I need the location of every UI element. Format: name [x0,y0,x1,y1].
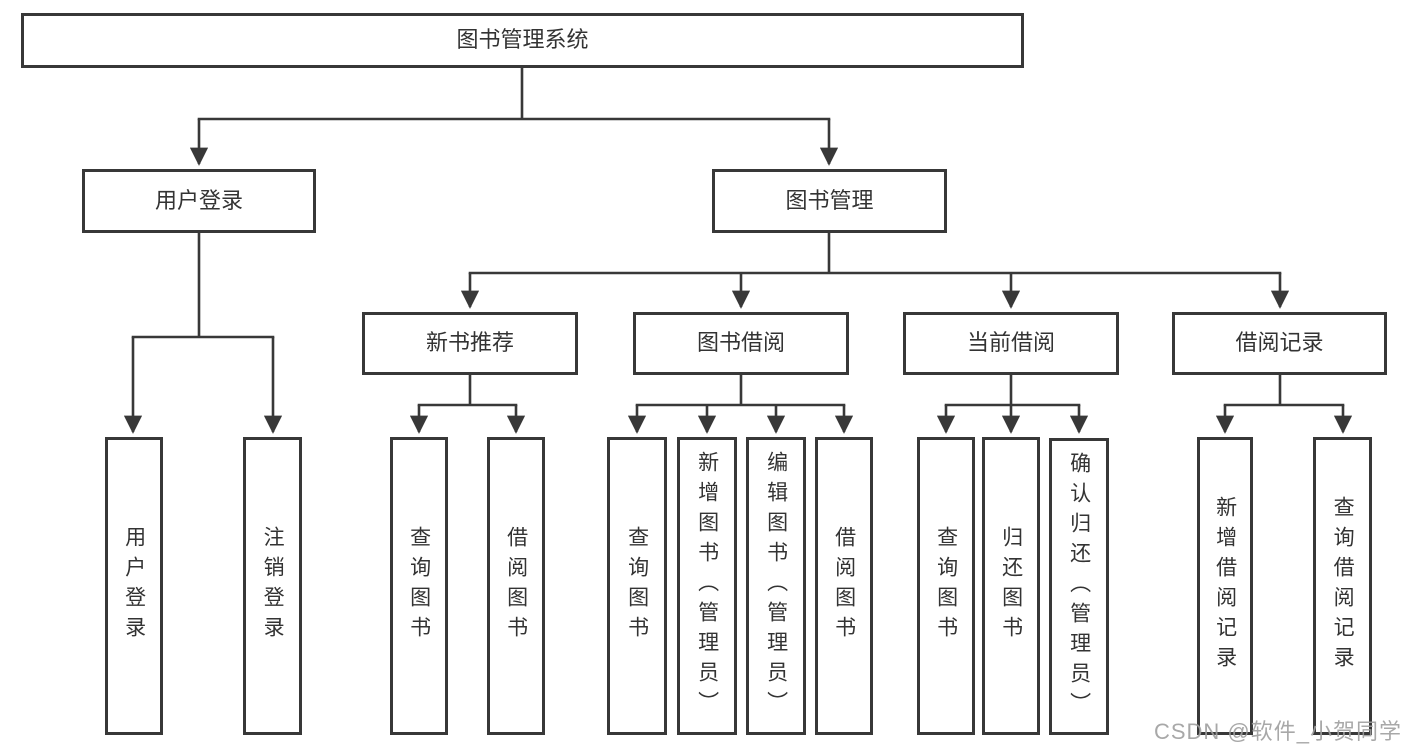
leaf-records-query-record: 查询借阅记录 [1313,437,1372,735]
node-borrow-records: 借阅记录 [1172,312,1387,375]
node-user-login: 用户登录 [82,169,316,233]
leaf-logout: 注销登录 [243,437,302,735]
leaf-current-query-books: 查询图书 [917,437,975,735]
watermark: CSDN @软件_小贺同学 [1153,719,1402,744]
leaf-newbook-borrow-books: 借阅图书 [487,437,545,735]
node-root: 图书管理系统 [21,13,1024,68]
node-book-management: 图书管理 [712,169,947,233]
leaf-borrow-borrow-books: 借阅图书 [815,437,873,735]
leaf-newbook-query-books: 查询图书 [390,437,448,735]
leaf-records-add-record: 新增借阅记录 [1197,437,1253,735]
leaf-user-login: 用户登录 [105,437,163,735]
node-current-borrow: 当前借阅 [903,312,1119,375]
leaf-current-return-books: 归还图书 [982,437,1040,735]
leaf-borrow-query-books: 查询图书 [607,437,667,735]
leaf-current-confirm-return-admin: 确认归还（管理员） [1049,438,1109,735]
node-new-book-recommend: 新书推荐 [362,312,578,375]
node-book-borrow: 图书借阅 [633,312,849,375]
leaf-borrow-edit-books-admin: 编辑图书（管理员） [746,437,806,735]
leaf-borrow-add-books-admin: 新增图书（管理员） [677,437,737,735]
